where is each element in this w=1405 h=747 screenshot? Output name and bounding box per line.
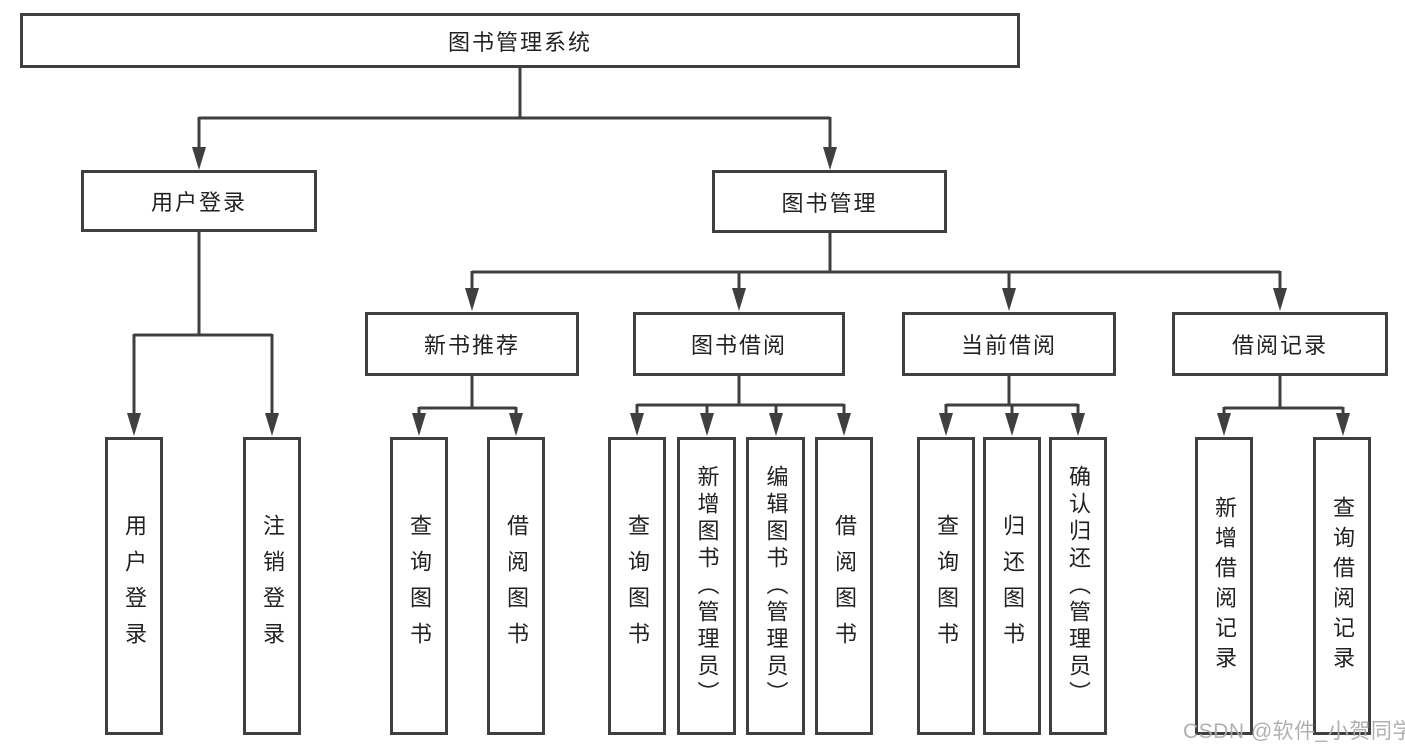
leaf-confirm-return-admin-label: 确认归还（管理员） <box>1066 464 1091 708</box>
leaf-borrow-books-label: 借阅图书 <box>832 514 857 658</box>
leaf-logout-label: 注销登录 <box>260 514 285 658</box>
leaf-user-login-label: 用户登录 <box>122 514 147 658</box>
arrowheads <box>127 147 1350 436</box>
leaf-query-books-new: 查询图书 <box>390 437 448 735</box>
leaf-query-books-current-label: 查询图书 <box>934 514 959 658</box>
node-book-management: 图书管理 <box>712 170 947 233</box>
leaf-user-login: 用户登录 <box>105 437 163 735</box>
leaf-return-books: 归还图书 <box>983 437 1041 735</box>
leaf-add-books-admin: 新增图书（管理员） <box>677 437 736 735</box>
node-current-borrowing: 当前借阅 <box>902 312 1116 376</box>
leaf-borrow-books: 借阅图书 <box>815 437 873 735</box>
leaf-logout: 注销登录 <box>243 437 301 735</box>
leaf-query-books-borrow: 查询图书 <box>608 437 666 735</box>
leaf-query-books-new-label: 查询图书 <box>407 514 432 658</box>
leaf-query-borrow-record: 查询借阅记录 <box>1313 437 1371 735</box>
node-root: 图书管理系统 <box>20 13 1020 68</box>
node-borrowing-records-label: 借阅记录 <box>1231 333 1328 358</box>
leaf-add-books-admin-label: 新增图书（管理员） <box>694 464 720 708</box>
node-user-login: 用户登录 <box>81 170 317 232</box>
node-book-borrowing: 图书借阅 <box>633 312 845 376</box>
leaf-return-books-label: 归还图书 <box>1000 514 1025 658</box>
node-user-login-label: 用户登录 <box>150 190 247 215</box>
leaf-query-books-current: 查询图书 <box>917 437 975 735</box>
node-new-book-recommend-label: 新书推荐 <box>423 333 520 358</box>
node-book-management-label: 图书管理 <box>781 190 878 216</box>
leaf-add-borrow-record-label: 新增借阅记录 <box>1212 496 1237 676</box>
leaf-query-books-borrow-label: 查询图书 <box>625 514 650 658</box>
leaf-edit-books-admin: 编辑图书（管理员） <box>746 437 805 735</box>
node-root-label: 图书管理系统 <box>447 29 592 55</box>
node-current-borrowing-label: 当前借阅 <box>960 333 1057 358</box>
leaf-borrow-books-new: 借阅图书 <box>487 437 545 735</box>
leaf-query-borrow-record-label: 查询借阅记录 <box>1330 496 1355 676</box>
leaf-edit-books-admin-label: 编辑图书（管理员） <box>763 464 789 708</box>
node-borrowing-records: 借阅记录 <box>1172 312 1388 376</box>
node-book-borrowing-label: 图书借阅 <box>690 333 787 358</box>
leaf-add-borrow-record: 新增借阅记录 <box>1195 437 1253 735</box>
node-new-book-recommend: 新书推荐 <box>365 312 579 376</box>
leaf-borrow-books-new-label: 借阅图书 <box>504 514 529 658</box>
csdn-watermark: CSDN @软件_小贺同学 <box>1183 720 1405 743</box>
leaf-confirm-return-admin: 确认归还（管理员） <box>1049 437 1107 735</box>
